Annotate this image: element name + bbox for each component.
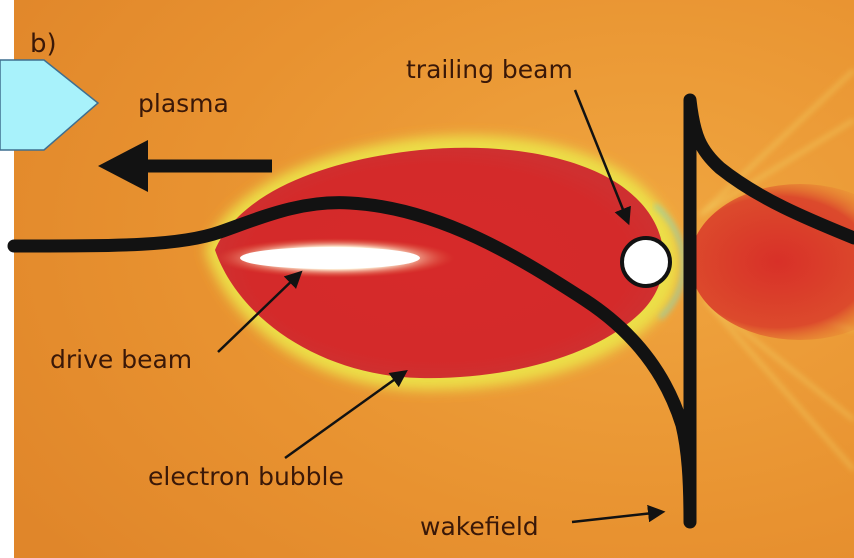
electron-bubble-label: electron bubble <box>148 462 344 491</box>
drive-beam <box>240 247 420 269</box>
trailing-beam-label: trailing beam <box>406 55 573 84</box>
plasma-label: plasma <box>138 89 229 118</box>
wakefield-label: wakefield <box>420 512 539 541</box>
panel-label: b) <box>30 29 57 59</box>
drive-beam-label: drive beam <box>50 345 192 374</box>
trailing-beam <box>622 238 670 286</box>
